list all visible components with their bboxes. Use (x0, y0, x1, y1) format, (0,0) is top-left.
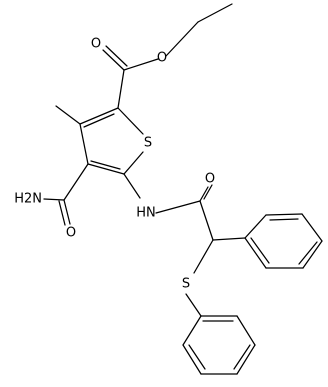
bond (193, 239, 214, 274)
bond (87, 163, 125, 175)
bond (155, 200, 201, 214)
bond (105, 45, 128, 67)
bond (199, 186, 209, 202)
bond (102, 49, 125, 71)
atom-label-ring-sulfur: S (144, 136, 152, 151)
atom-label-ester-ether-oxygen: O (157, 51, 167, 66)
thiophene-ring (79, 107, 144, 175)
bond (123, 58, 159, 71)
phenyl-ring-lower (182, 315, 256, 375)
bond (43, 198, 65, 201)
methyl-bond (55, 105, 81, 125)
thioether-group (185, 239, 214, 317)
bond (236, 344, 256, 375)
ethyl-ester-group (102, 3, 233, 109)
bond (199, 200, 214, 241)
bond (301, 213, 323, 242)
bond (165, 21, 199, 57)
bond (79, 123, 89, 165)
bond (298, 241, 318, 265)
atom-labels: O O S H2N O HN O S (14, 37, 215, 292)
atom-label-thioether-sulfur: S (182, 277, 190, 292)
bond (244, 214, 267, 239)
bond (117, 107, 144, 135)
bond (83, 113, 115, 128)
bond (233, 344, 251, 370)
phenyl-ring-upper (212, 213, 323, 269)
atom-label-amide-nh2: H2N (14, 192, 42, 207)
bond (212, 237, 246, 241)
atom-label-ester-carbonyl-oxygen: O (91, 37, 101, 52)
bond (79, 107, 119, 125)
bond (269, 218, 299, 221)
bond (302, 240, 323, 269)
bond (63, 199, 71, 225)
bond (182, 315, 202, 346)
bond (182, 344, 202, 375)
atom-label-anilide-nh: HN (136, 206, 156, 221)
bond (123, 151, 144, 175)
bond (185, 293, 202, 317)
anilide-amide-group (123, 173, 214, 241)
bond (188, 344, 206, 370)
bond (90, 160, 121, 170)
bond (244, 237, 267, 269)
bond (265, 213, 303, 216)
bond (250, 237, 270, 264)
atom-label-anilide-carbonyl-oxygen: O (205, 172, 215, 187)
bond (123, 173, 141, 199)
carboxamide-group (43, 163, 89, 226)
bond (117, 69, 125, 109)
bond (197, 3, 233, 23)
bond (203, 184, 213, 200)
bond (58, 200, 66, 226)
bond (236, 315, 256, 346)
bond (63, 163, 89, 201)
atom-label-amide-carbonyl-oxygen: O (66, 226, 76, 241)
